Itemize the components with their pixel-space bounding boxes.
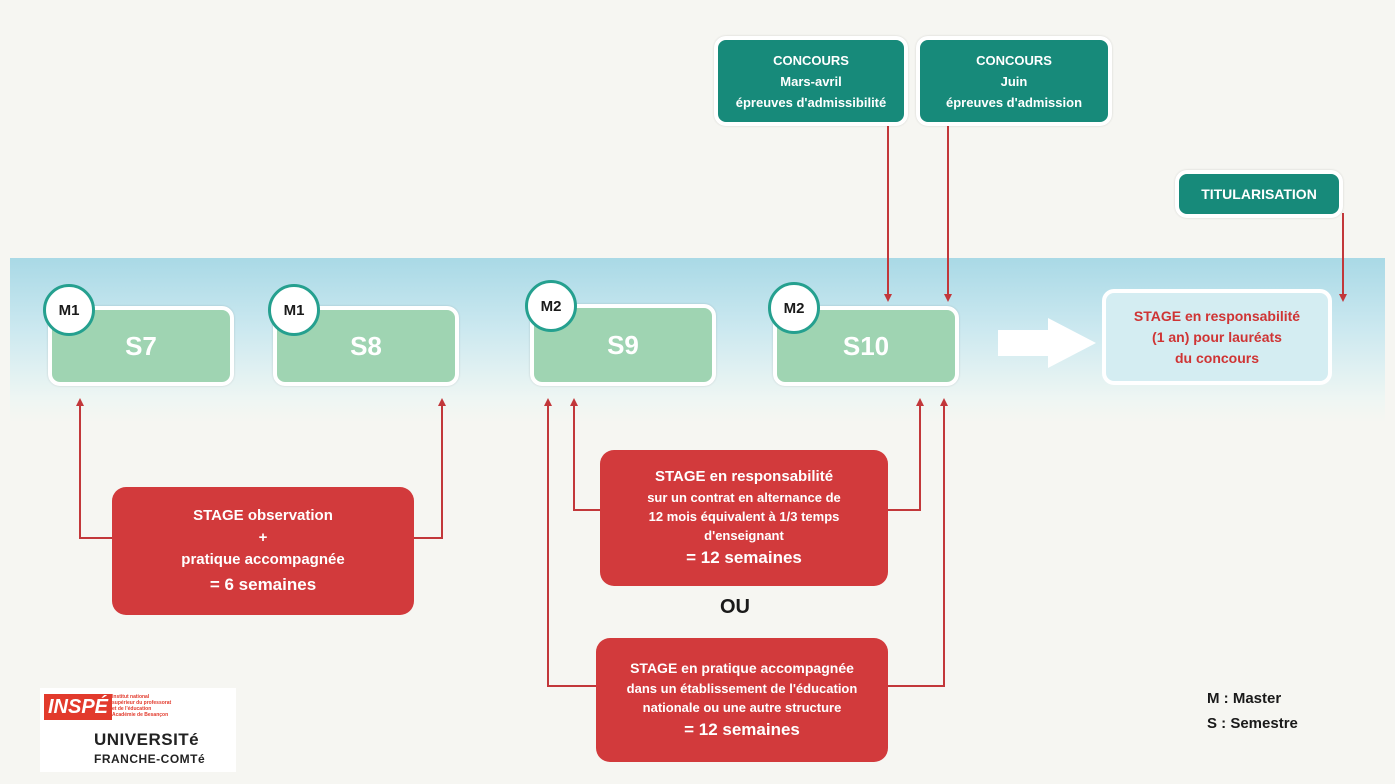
institution-logo: INSPÉ Institut national supérieur du pro… (40, 688, 236, 772)
stage-line: sur un contrat en alternance de (647, 489, 841, 505)
arrow-obs-s7 (76, 398, 114, 539)
next-arrow-icon (998, 318, 1096, 368)
stage-observation-box: STAGE observation + pratique accompagnée… (112, 487, 414, 615)
stage-duration: = 12 semaines (684, 719, 800, 739)
master-badge-m1: M1 (268, 284, 320, 336)
legend: M : Master S : Semestre (1207, 686, 1298, 736)
stage-title: STAGE en pratique accompagnée (630, 659, 854, 676)
ou-label: OU (720, 596, 750, 618)
titularisation-label: TITULARISATION (1201, 185, 1317, 202)
inspe-logo: INSPÉ (44, 694, 113, 720)
master-badge-m2: M2 (525, 280, 577, 332)
arrow-alt-s9 (570, 398, 602, 511)
stage-title: STAGE en responsabilité (654, 467, 834, 485)
concours-admission-box: CONCOURS Juin épreuves d'admission (916, 36, 1112, 126)
legend-semestre: S : Semestre (1207, 715, 1298, 732)
badge-label: M1 (283, 301, 305, 319)
stage-line: dans un établissement de l'éducation (626, 680, 858, 696)
stage-responsabilite-laureats-box: STAGE en responsabilité (1 an) pour laur… (1102, 289, 1332, 385)
concours-label: CONCOURS (976, 52, 1052, 68)
semester-label: S9 (607, 329, 639, 360)
stage-alternance-box: STAGE en responsabilité sur un contrat e… (600, 450, 888, 586)
badge-label: M1 (58, 301, 80, 319)
stage-line: du concours (1174, 349, 1259, 366)
stage-title: STAGE observation (193, 507, 333, 524)
concours-period: Mars-avril (780, 73, 842, 89)
badge-label: M2 (540, 297, 562, 315)
stage-line: (1 an) pour lauréats (1152, 328, 1282, 345)
franche-comte-label: FRANCHE-COMTé (94, 752, 206, 766)
inspe-subtitle: Institut national supérieur du professor… (112, 694, 172, 718)
badge-label: M2 (783, 299, 805, 317)
concours-period: Juin (1000, 73, 1028, 89)
stage-line: 12 mois équivalent à 1/3 temps (648, 508, 840, 524)
stage-line: nationale ou une autre structure (642, 699, 842, 715)
master-badge-m1: M1 (43, 284, 95, 336)
legend-master: M : Master (1207, 690, 1282, 707)
arrow-alt-s10 (888, 398, 924, 511)
semester-label: S8 (350, 330, 382, 361)
master-badge-m2: M2 (768, 282, 820, 334)
stage-line: pratique accompagnée (181, 551, 345, 568)
arrow-obs-s8 (413, 398, 446, 539)
stage-pratique-box: STAGE en pratique accompagnée dans un ét… (596, 638, 888, 762)
semester-s10: S10 (773, 306, 959, 386)
arrow-prat-s10 (888, 398, 948, 687)
stage-line: STAGE en responsabilité (1133, 307, 1301, 324)
semester-label: S10 (842, 330, 890, 361)
stage-plus: + (258, 529, 268, 546)
concours-admissibilite-box: CONCOURS Mars-avril épreuves d'admissibi… (714, 36, 908, 126)
titularisation-box: TITULARISATION (1175, 170, 1343, 218)
arrow-prat-s9 (544, 398, 598, 687)
semester-label: S7 (125, 330, 157, 361)
universite-label: UNIVERSITé (94, 730, 200, 749)
concours-label: CONCOURS (773, 52, 849, 68)
stage-duration: = 12 semaines (686, 547, 802, 567)
concours-epreuves: épreuves d'admission (945, 94, 1083, 110)
concours-epreuves: épreuves d'admissibilité (735, 94, 887, 110)
stage-line: d'enseignant (704, 527, 784, 543)
stage-duration: = 6 semaines (209, 575, 317, 594)
